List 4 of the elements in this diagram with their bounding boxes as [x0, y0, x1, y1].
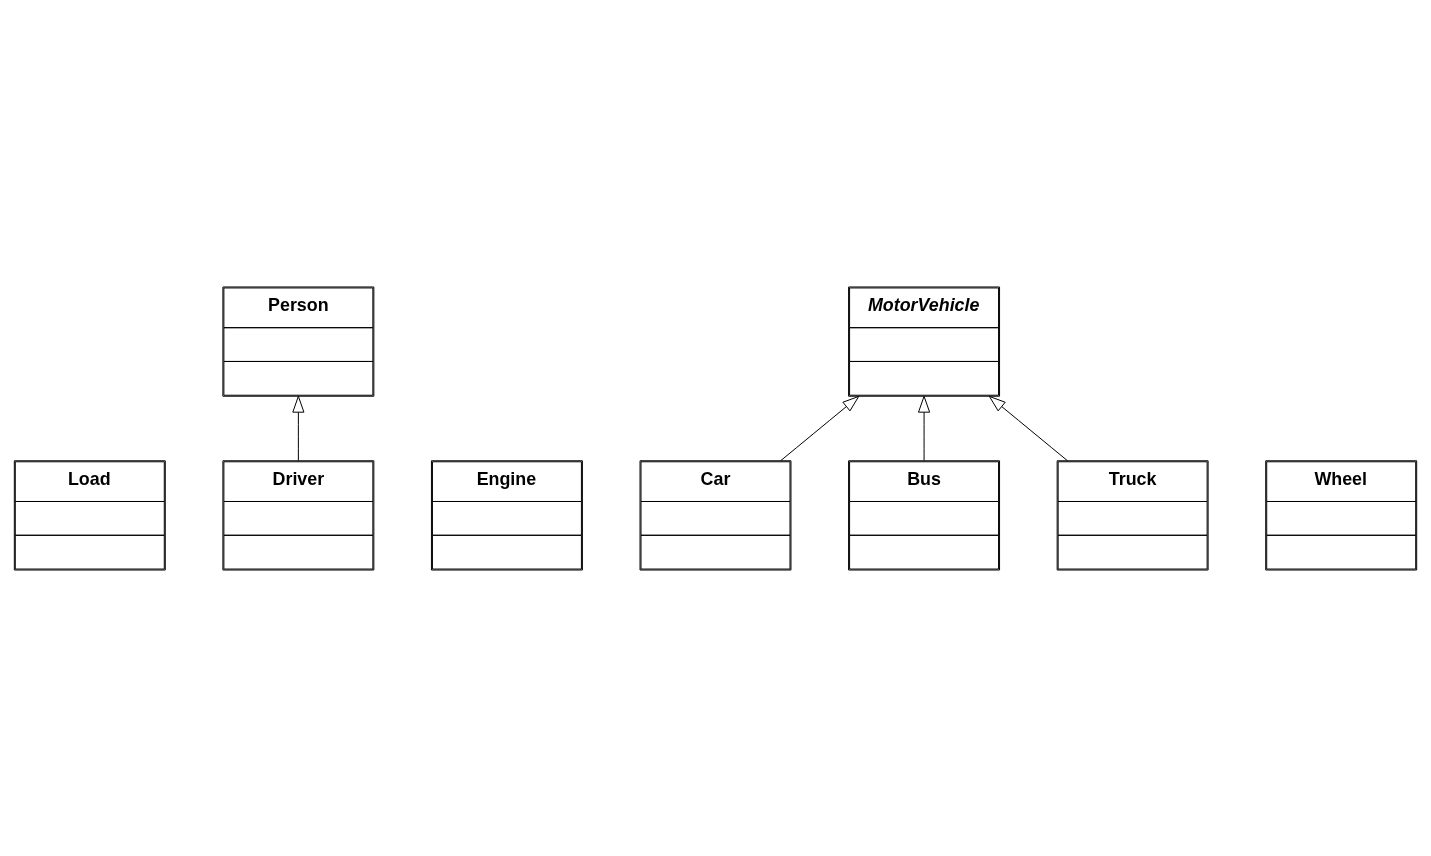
arrow	[918, 395, 931, 461]
arrow	[292, 395, 305, 461]
arrow	[988, 395, 1068, 461]
arrow	[780, 395, 860, 461]
